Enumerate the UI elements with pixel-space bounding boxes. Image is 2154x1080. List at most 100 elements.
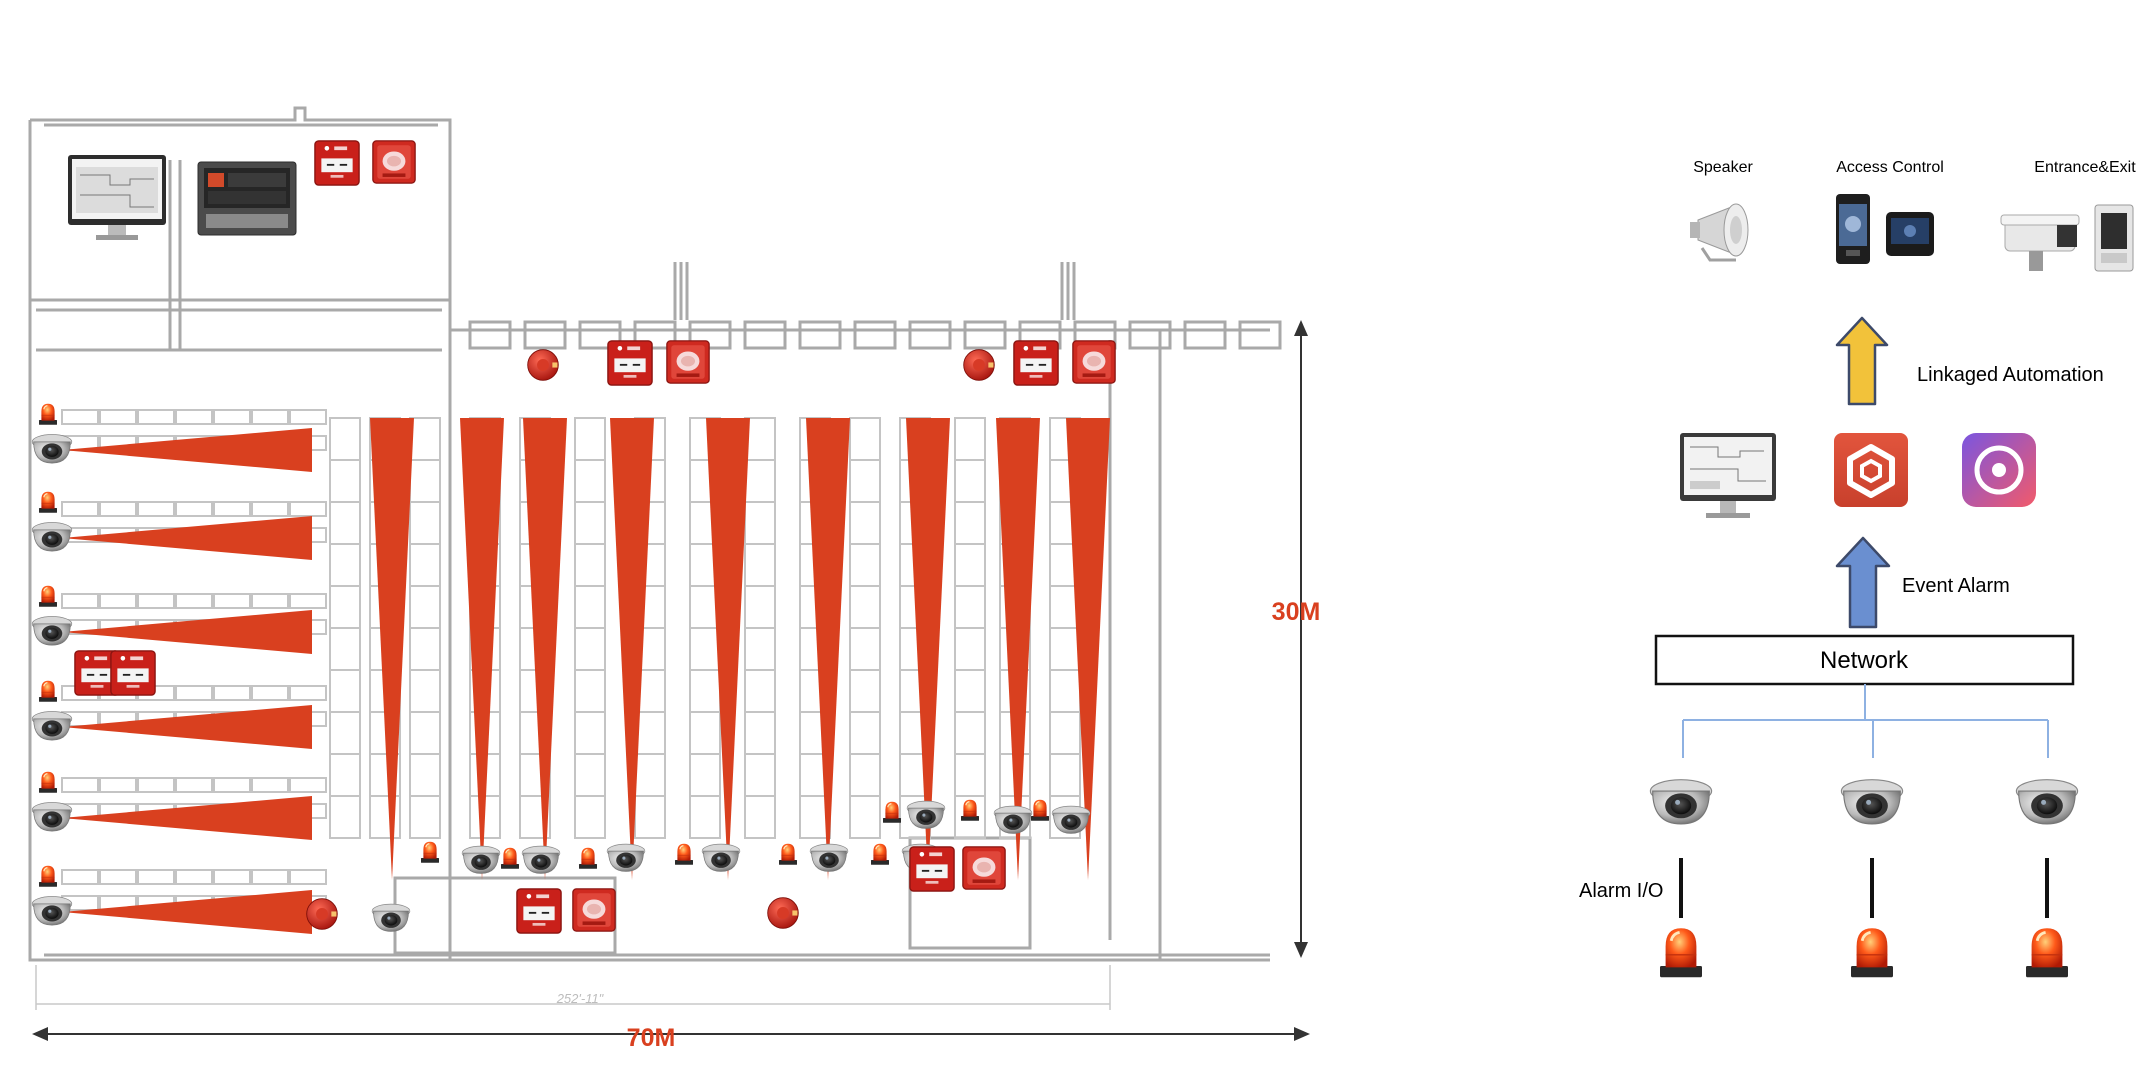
rack-bay — [61, 501, 99, 517]
window-bay — [1128, 320, 1172, 350]
rack-bay — [289, 869, 327, 885]
rack-bay — [61, 777, 99, 793]
rack-bay — [213, 869, 251, 885]
dome-camera-icon — [2015, 779, 2079, 825]
dome-camera-icon — [371, 903, 411, 932]
width-dimension — [32, 965, 1310, 1041]
system-architecture: Speaker Access Control Entrance&Exit — [1579, 159, 2136, 979]
sounder-icon — [1072, 340, 1116, 384]
rack-bay — [175, 685, 213, 701]
detection-zone — [460, 418, 504, 880]
wall-segment — [28, 120, 1270, 962]
alarm-beacon-icon — [960, 799, 980, 822]
rack-bay — [251, 685, 289, 701]
event-label: Event Alarm — [1902, 575, 2010, 597]
detection-zone — [610, 418, 654, 880]
dome-camera-icon — [31, 434, 73, 464]
height-dimension-label: 30M — [1272, 598, 1321, 626]
detection-zone — [806, 418, 850, 880]
window-bay — [853, 320, 897, 350]
detection-zone — [1066, 418, 1110, 880]
alarm-beacon-icon — [38, 491, 58, 514]
alarm-beacon-icon — [1849, 926, 1895, 979]
dome-camera-icon — [1649, 779, 1713, 825]
round-alarm-bell-icon — [306, 898, 338, 930]
speaker-label: Speaker — [1693, 159, 1753, 176]
wall-segment — [36, 308, 442, 352]
rack-bay — [251, 777, 289, 793]
alarm-beacon-icon — [500, 847, 520, 870]
sounder-icon — [372, 140, 416, 184]
alarm-beacon-icon — [778, 843, 798, 866]
round-alarm-bell-icon — [527, 349, 559, 381]
monitor-icon — [68, 155, 166, 240]
lpr-camera-icon — [2000, 204, 2134, 272]
event-arrow — [1835, 536, 1891, 629]
alarm-beacon-icon — [1658, 926, 1704, 979]
access-terminal-icon — [1836, 194, 1934, 264]
rack-bay — [175, 777, 213, 793]
rack-bay — [137, 593, 175, 609]
access-control-label: Access Control — [1836, 159, 1944, 176]
detection-zone — [906, 418, 950, 880]
network-label: Network — [1820, 647, 1909, 674]
window-bay — [798, 320, 842, 350]
window-bay — [523, 320, 567, 350]
alarm-io-label: Alarm I/O — [1579, 880, 1663, 902]
height-dimension — [1294, 320, 1308, 958]
rack-bay — [289, 777, 327, 793]
dome-camera-icon — [1840, 779, 1904, 825]
dome-camera-icon — [31, 802, 73, 832]
rack-bay — [175, 501, 213, 517]
rack-bay — [137, 409, 175, 425]
wall-segment — [168, 160, 182, 350]
linkage-arrow — [1835, 316, 1889, 406]
rack-bay — [251, 409, 289, 425]
window-bay — [963, 320, 1007, 350]
rack-bay — [99, 869, 137, 885]
window-bay — [1238, 320, 1282, 350]
rack-bay — [61, 593, 99, 609]
rack-bay — [175, 869, 213, 885]
dome-camera-icon — [606, 843, 646, 872]
rack-bay — [175, 593, 213, 609]
network-box — [1654, 634, 2075, 686]
rack-bay — [251, 501, 289, 517]
detection-zone — [62, 516, 312, 560]
platform-app-icon — [1834, 433, 1908, 507]
rack-bay — [213, 685, 251, 701]
storage-racks — [61, 409, 1081, 911]
dome-camera-icon — [31, 616, 73, 646]
rack-bay — [213, 777, 251, 793]
mobile-app-icon — [1962, 433, 2036, 507]
dome-camera-icon — [31, 711, 73, 741]
dome-camera-icon — [31, 522, 73, 552]
sounder-icon — [962, 846, 1006, 890]
sounder-icon — [572, 888, 616, 932]
rack-bay — [213, 409, 251, 425]
window-bay — [1183, 320, 1227, 350]
dome-camera-icon — [906, 800, 946, 829]
window-bay — [468, 320, 512, 350]
detection-zones — [62, 418, 1110, 934]
alarm-beacon-icon — [578, 847, 598, 870]
rack-bay — [99, 501, 137, 517]
window-bay — [633, 320, 677, 350]
window-bay — [743, 320, 787, 350]
rack-bay — [99, 593, 137, 609]
width-dimension-label: 70M — [627, 1024, 676, 1052]
rack-bay — [289, 685, 327, 701]
manual-call-point-icon — [1013, 340, 1059, 386]
detection-zone — [62, 428, 312, 472]
detection-zone — [62, 796, 312, 840]
detection-zone — [62, 705, 312, 749]
detection-zone — [62, 890, 312, 934]
rack-bay — [289, 593, 327, 609]
network-tree — [1682, 684, 2049, 758]
dome-camera-icon — [31, 896, 73, 926]
detection-zone — [370, 418, 414, 880]
rack-bay — [99, 777, 137, 793]
warehouse-floor-plan: 30M 252'-11" 70M — [28, 106, 1321, 1052]
window-bay — [578, 320, 622, 350]
rack-bay — [137, 501, 175, 517]
